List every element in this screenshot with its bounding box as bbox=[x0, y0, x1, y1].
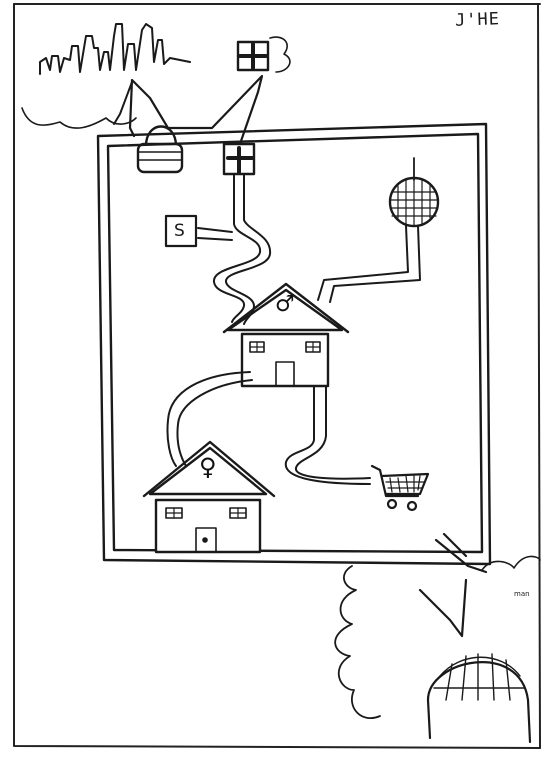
cross-box-top bbox=[238, 42, 268, 70]
cloud-bottom bbox=[335, 566, 380, 718]
road-house-to-house bbox=[167, 372, 252, 466]
shopping-cart-icon bbox=[372, 466, 428, 510]
artist-signature: J'HE bbox=[455, 9, 501, 31]
margin-note: man bbox=[514, 590, 530, 598]
church-roof-line bbox=[114, 82, 132, 124]
globe-dome-icon bbox=[428, 654, 530, 742]
male-symbol: ♂ bbox=[275, 294, 295, 316]
disco-ball-icon bbox=[390, 158, 438, 226]
cloud-top-right bbox=[270, 37, 290, 72]
road-s-sign bbox=[198, 228, 232, 240]
city-skyline bbox=[40, 24, 190, 74]
cross-box-church bbox=[224, 144, 254, 174]
frame-corner-flap bbox=[420, 534, 486, 636]
female-symbol: ♀ bbox=[199, 455, 217, 479]
road-house-to-cart bbox=[286, 386, 370, 484]
sign-letter: S bbox=[174, 221, 185, 241]
cloud-top-left bbox=[22, 108, 136, 128]
road-disco-to-house bbox=[318, 226, 420, 302]
